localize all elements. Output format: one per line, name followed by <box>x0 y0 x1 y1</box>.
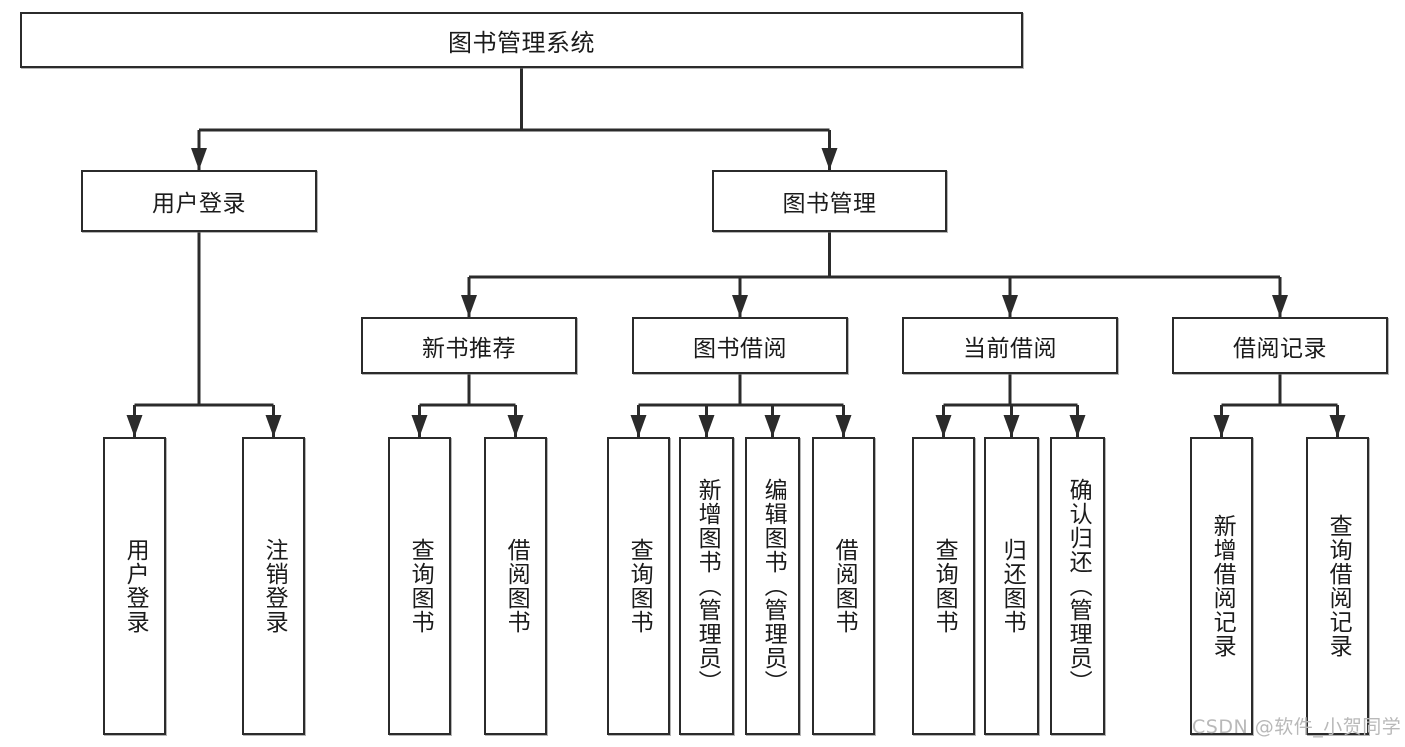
csdn-watermark: CSDN @软件_小贺同学 <box>1192 716 1402 738</box>
node-leaf-add-record[interactable]: 新增借阅记录 <box>1190 437 1253 735</box>
node-book-manage[interactable]: 图书管理 <box>712 170 947 232</box>
node-leaf-add-book[interactable]: 新增图书（管理员） <box>679 437 734 735</box>
node-leaf-user-login[interactable]: 用户登录 <box>103 437 166 735</box>
node-label-leaf-logout: 注销登录 <box>261 538 288 634</box>
node-label-leaf-borrow-book-1: 借阅图书 <box>503 538 530 634</box>
node-leaf-edit-book[interactable]: 编辑图书（管理员） <box>745 437 800 735</box>
node-label-borrow-record: 借阅记录 <box>1233 335 1327 362</box>
node-borrow-record[interactable]: 借阅记录 <box>1172 317 1388 374</box>
node-current-borrow[interactable]: 当前借阅 <box>902 317 1118 374</box>
node-label-leaf-user-login: 用户登录 <box>122 538 149 634</box>
node-label-root: 图书管理系统 <box>448 28 595 57</box>
node-label-leaf-add-record: 新增借阅记录 <box>1209 514 1236 658</box>
node-label-new-book-recommend: 新书推荐 <box>422 335 516 362</box>
node-leaf-query-book-1[interactable]: 查询图书 <box>388 437 451 735</box>
node-label-leaf-confirm-return: 确认归还（管理员） <box>1065 478 1092 694</box>
node-root[interactable]: 图书管理系统 <box>20 12 1023 68</box>
node-leaf-return-book[interactable]: 归还图书 <box>984 437 1039 735</box>
node-label-leaf-borrow-book-2: 借阅图书 <box>831 538 858 634</box>
node-leaf-logout[interactable]: 注销登录 <box>242 437 305 735</box>
node-label-user-login: 用户登录 <box>152 191 246 217</box>
node-leaf-borrow-book-2[interactable]: 借阅图书 <box>812 437 875 735</box>
node-label-leaf-edit-book: 编辑图书（管理员） <box>760 478 787 694</box>
node-label-leaf-add-book: 新增图书（管理员） <box>694 478 721 694</box>
node-leaf-borrow-book-1[interactable]: 借阅图书 <box>484 437 547 735</box>
node-label-current-borrow: 当前借阅 <box>963 335 1057 362</box>
node-leaf-query-book-3[interactable]: 查询图书 <box>912 437 975 735</box>
node-label-leaf-return-book: 归还图书 <box>999 538 1026 634</box>
node-user-login[interactable]: 用户登录 <box>81 170 317 232</box>
node-label-leaf-query-record: 查询借阅记录 <box>1325 514 1352 658</box>
node-book-borrow[interactable]: 图书借阅 <box>632 317 848 374</box>
node-label-book-borrow: 图书借阅 <box>693 335 787 362</box>
node-leaf-query-record[interactable]: 查询借阅记录 <box>1306 437 1369 735</box>
node-leaf-confirm-return[interactable]: 确认归还（管理员） <box>1050 437 1105 735</box>
node-label-book-manage: 图书管理 <box>782 191 877 217</box>
node-leaf-query-book-2[interactable]: 查询图书 <box>607 437 670 735</box>
node-label-leaf-query-book-1: 查询图书 <box>407 538 434 634</box>
node-label-leaf-query-book-3: 查询图书 <box>931 538 958 634</box>
node-new-book-recommend[interactable]: 新书推荐 <box>361 317 577 374</box>
node-label-leaf-query-book-2: 查询图书 <box>626 538 653 634</box>
